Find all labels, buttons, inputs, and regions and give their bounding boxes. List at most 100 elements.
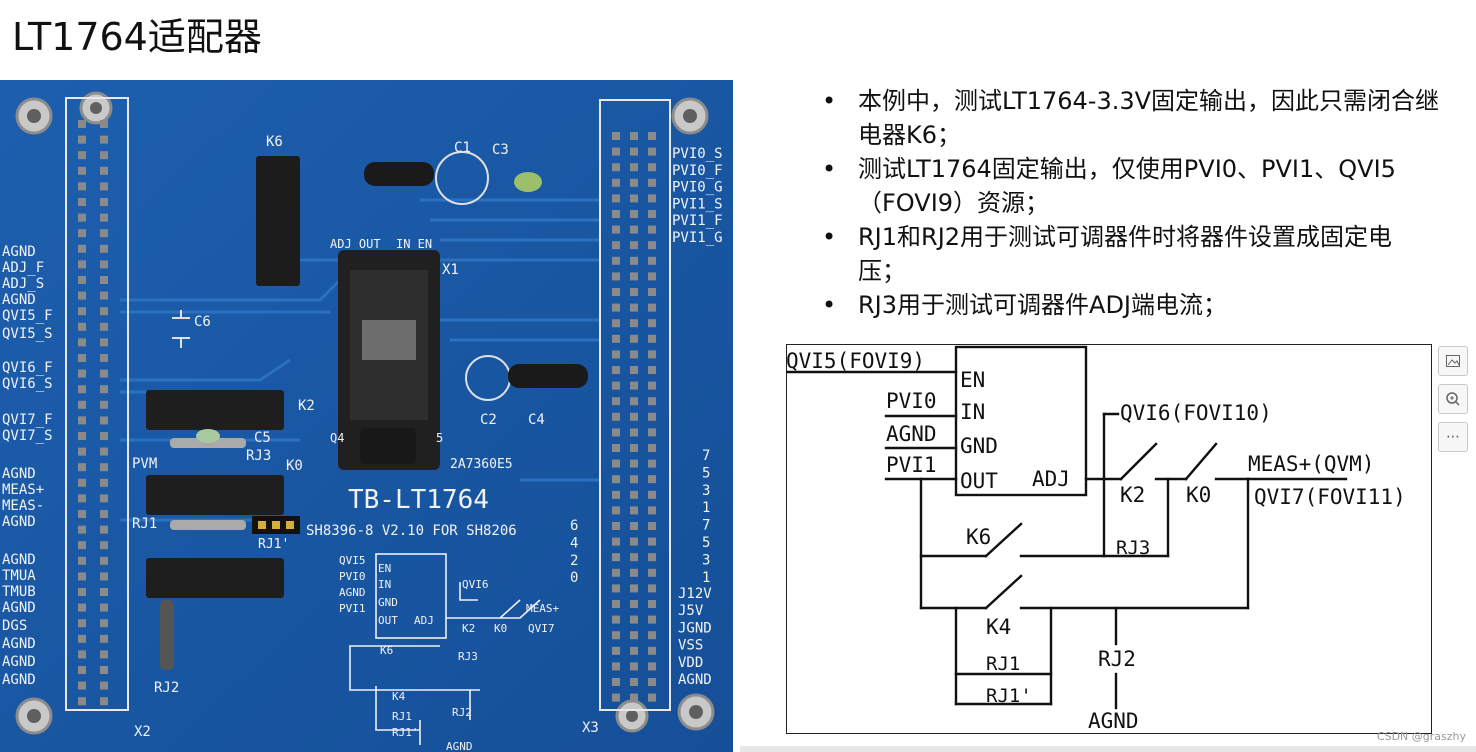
header-pin — [78, 276, 86, 284]
header-pin — [630, 241, 638, 250]
board-digit: 0 — [570, 570, 578, 586]
sch-meas: MEAS+(QVM) — [1248, 452, 1374, 476]
header-pin — [630, 475, 638, 484]
header-pin — [612, 475, 620, 484]
board-label-left: QVI6_S — [2, 376, 53, 392]
sch-rj3: RJ3 — [1116, 537, 1150, 559]
ref-k6: K6 — [266, 134, 283, 150]
header-pin — [100, 619, 108, 628]
header-pin — [612, 303, 620, 312]
sch-pin-adj: ADJ — [1032, 467, 1070, 491]
header-pin — [100, 432, 108, 440]
header-pin — [78, 525, 86, 534]
header-pin — [630, 490, 638, 499]
header-pin — [630, 506, 638, 515]
silk-agnd: AGND — [339, 586, 366, 599]
header-pin — [648, 147, 656, 156]
header-pin — [78, 619, 86, 628]
schematic-diagram: QVI5(FOVI9) PVI0 AGND PVI1 EN IN GND OUT… — [786, 344, 1432, 734]
header-pin — [612, 381, 620, 390]
ref-rj2: RJ2 — [154, 680, 179, 696]
header-pin — [100, 135, 108, 144]
header-pin — [612, 397, 620, 406]
header-pin — [100, 291, 108, 300]
sch-pin-in: IN — [960, 400, 985, 424]
header-pin — [612, 506, 620, 515]
header-pin — [648, 444, 656, 452]
header-pin — [612, 147, 620, 156]
silk-pvi0: PVI0 — [339, 570, 366, 583]
header-pin — [630, 381, 638, 390]
ref-c6: C6 — [194, 314, 211, 330]
bullet-item: 测试LT1764固定输出，仅使用PVI0、PVI1、QVI5（FOVI9）资源； — [820, 152, 1440, 220]
ref-x1: X1 — [442, 262, 459, 278]
header-pin — [648, 225, 656, 234]
ref-x2: X2 — [134, 724, 151, 740]
page-title: LT1764适配器 — [12, 15, 262, 59]
ref-rj3: RJ3 — [246, 448, 271, 464]
header-pin — [648, 631, 656, 640]
header-pin — [648, 256, 656, 265]
header-pin — [630, 444, 638, 452]
header-pin — [78, 120, 86, 128]
sch-qvi7: QVI7(FOVI11) — [1254, 485, 1406, 509]
zoom-icon[interactable] — [1438, 384, 1468, 414]
header-pin — [78, 556, 86, 565]
image-icon[interactable] — [1438, 346, 1468, 376]
board-digit: 5 — [702, 465, 710, 481]
silk-k4: K4 — [392, 690, 406, 703]
more-icon[interactable]: ⋯ — [1438, 422, 1468, 452]
header-pin — [630, 132, 638, 140]
header-pin — [78, 681, 86, 690]
header-pin — [630, 178, 638, 187]
header-pin — [78, 697, 86, 706]
header-pin — [100, 588, 108, 596]
sch-k2: K2 — [1120, 483, 1145, 507]
header-pin — [630, 412, 638, 421]
board-label-left: QVI7_F — [2, 412, 53, 428]
header-pin — [648, 490, 656, 499]
silk-rj3: RJ3 — [458, 650, 478, 663]
header-pin — [612, 490, 620, 499]
header-pin — [612, 600, 620, 608]
header-pin — [648, 584, 656, 593]
header-pin — [630, 397, 638, 406]
silk-in: IN — [378, 578, 391, 591]
header-pin — [612, 646, 620, 655]
header-pin — [100, 510, 108, 518]
header-pin — [612, 537, 620, 546]
header-pin — [648, 397, 656, 406]
header-pin — [78, 634, 86, 643]
header-pin — [100, 697, 108, 706]
header-pin — [612, 225, 620, 234]
board-label-right: VSS — [678, 638, 703, 654]
side-toolbar: ⋯ — [1438, 346, 1468, 460]
header-pin — [612, 210, 620, 218]
ref-x3: X3 — [582, 720, 599, 736]
header-pin — [630, 225, 638, 234]
board-label-right: J12V — [678, 586, 712, 602]
header-pin — [100, 478, 108, 487]
header-pin — [612, 288, 620, 296]
header-pin — [648, 178, 656, 187]
sch-pin-out: OUT — [960, 469, 998, 493]
header-pin — [630, 459, 638, 468]
board-label-left: AGND — [2, 466, 36, 482]
header-pin — [648, 132, 656, 140]
header-pin — [630, 693, 638, 702]
header-pin — [78, 494, 86, 503]
header-pin — [100, 260, 108, 269]
header-pin — [630, 584, 638, 593]
header-pin — [648, 428, 656, 437]
header-pin — [612, 319, 620, 328]
board-label-left: QVI6_F — [2, 360, 53, 376]
header-pin — [630, 428, 638, 437]
board-label-right: PVI1_G — [672, 230, 723, 246]
ref-rj1: RJ1 — [132, 516, 157, 532]
header-pin — [100, 369, 108, 378]
header-pin — [100, 634, 108, 643]
header-pin — [100, 541, 108, 550]
board-label-right: JGND — [678, 620, 712, 636]
header-pin — [100, 213, 108, 222]
board-label-right: PVI1_F — [672, 213, 723, 229]
